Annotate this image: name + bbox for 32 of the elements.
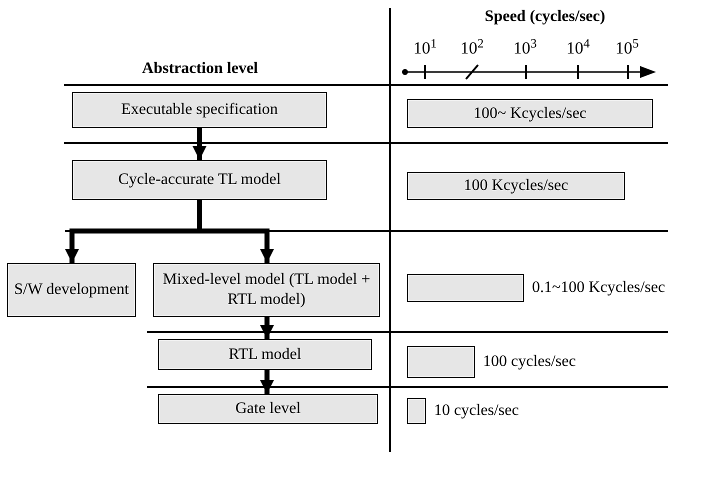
speed-bar <box>407 346 475 378</box>
process-box <box>72 160 327 200</box>
tick-label: 10$^{4}$ <box>566 35 590 60</box>
speed-bar <box>407 398 426 424</box>
process-box <box>72 92 327 128</box>
arrow <box>260 370 274 394</box>
tick-label: 10$^{1}$ <box>413 35 437 60</box>
process-box <box>153 263 380 317</box>
speed-value: 100 cycles/sec <box>483 352 576 372</box>
speed-value: 0.1~100 Kcycles/sec <box>532 278 666 298</box>
process-box <box>7 263 136 317</box>
process-box <box>158 339 372 370</box>
level-label: Executable specification <box>121 100 278 120</box>
level-label: RTL model <box>228 344 302 364</box>
level-label: Gate level <box>235 399 301 419</box>
speed-bar <box>407 172 625 200</box>
tick-label: 10$^{5}$ <box>615 35 639 60</box>
column-heading: Speed (cycles/sec) <box>484 7 606 27</box>
tick-label: 10$^{3}$ <box>513 35 537 60</box>
column-heading: Abstraction level <box>142 59 258 79</box>
speed-bar <box>407 274 524 302</box>
level-label: Cycle-accurate TL model <box>118 170 281 190</box>
level-label: S/W development <box>14 280 129 300</box>
speed-value: 100 Kcycles/sec <box>464 176 568 196</box>
level-label: Mixed-level model (TL model + RTL model) <box>162 270 372 310</box>
arrow <box>260 317 274 339</box>
tick-label: 10$^{2}$ <box>460 35 484 60</box>
arrow <box>192 128 206 160</box>
speed-value: 10 cycles/sec <box>434 401 519 421</box>
speed-value: 100~ Kcycles/sec <box>473 104 587 124</box>
speed-bar <box>407 99 653 128</box>
process-box <box>158 394 378 424</box>
